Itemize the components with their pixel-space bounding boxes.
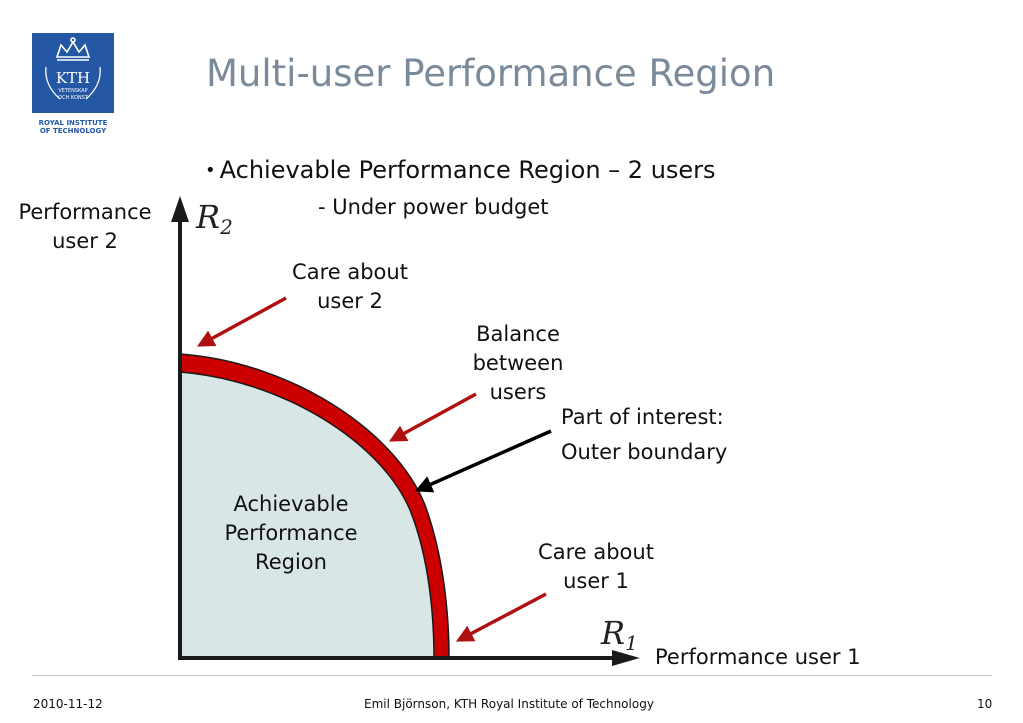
y-axis-arrowhead-icon [171,196,189,222]
part-of-interest-label: Part of interest:Outer boundary [561,405,728,464]
outer-boundary-arrow [414,429,552,493]
slide-title: Multi-user Performance Region [206,52,776,95]
footer-divider [32,675,992,676]
x-axis-label: Performance user 1 [655,645,861,669]
bullet-text: Achievable Performance Region – 2 users [219,156,716,184]
x-axis-symbol: R1 [600,614,638,655]
kth-logo: KTH VETENSKAP OCH KONST ROYAL INSTITUTE … [32,33,114,135]
logo-motto-1: VETENSKAP [58,88,87,94]
page-number: 10 [977,697,993,711]
logo-motto-2: OCH KONST [58,95,89,101]
care-user1-arrow [455,592,547,642]
crown-icon [55,37,91,61]
bullet-item: •Achievable Performance Region – 2 users [205,156,716,184]
achievable-region-area [180,372,434,658]
footer-date: 2010-11-12 [33,697,103,711]
care-user2-arrow [196,296,287,347]
balance-arrow [388,392,477,442]
bullet-dot-icon: • [205,160,216,181]
y-axis-symbol: R2 [195,198,233,239]
logo-institution-1: ROYAL INSTITUTE [39,119,108,127]
sub-bullet: - Under power budget [318,195,549,219]
footer-author: Emil Björnson, KTH Royal Institute of Te… [364,697,654,711]
logo-institution-2: OF TECHNOLOGY [40,127,107,135]
logo-main-text: KTH [56,69,90,87]
laurel-icon [45,66,101,100]
x-axis-arrowhead-icon [612,650,640,666]
